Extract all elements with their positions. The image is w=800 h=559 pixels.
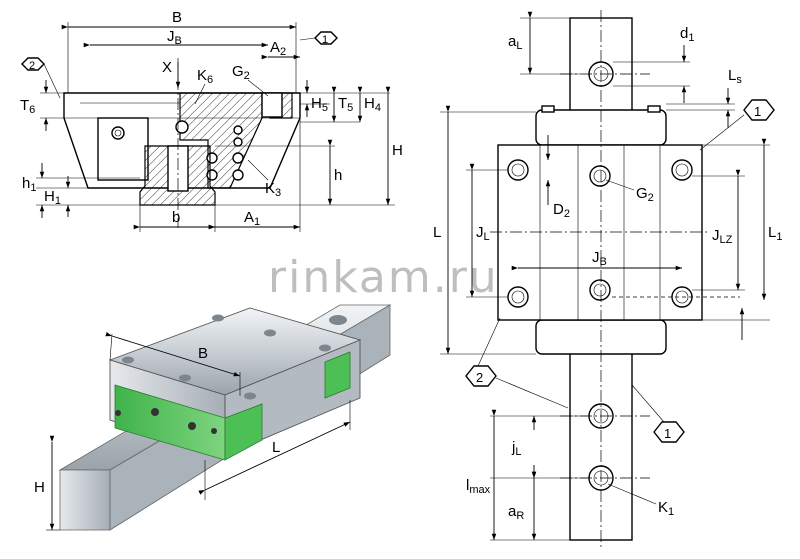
- callout-1b-top: 1: [631, 384, 685, 443]
- label-K1: K1: [658, 499, 674, 518]
- dim-JLZ: JLZ: [712, 227, 733, 246]
- callout-1-front: 1: [299, 31, 338, 46]
- dim-d1: d1: [680, 25, 694, 44]
- callout-1a-top: 1: [699, 99, 775, 151]
- dim-aL: aL: [508, 33, 522, 52]
- dim-lmax: lmax: [466, 477, 491, 496]
- svg-text:1: 1: [664, 426, 671, 441]
- dim-aR: aR: [508, 503, 524, 522]
- label-K3: K3: [265, 180, 281, 199]
- dim-h1: h1: [22, 175, 36, 194]
- dim-H5: H5: [311, 95, 328, 114]
- dim-JL: JL: [476, 224, 490, 243]
- dim-Ls: Ls: [728, 67, 742, 86]
- iso-dim-H: H: [34, 479, 45, 496]
- svg-text:1: 1: [322, 34, 328, 46]
- label-G2: G2: [232, 63, 250, 82]
- dim-T6: T6: [20, 97, 35, 116]
- dim-B: B: [172, 9, 182, 26]
- dim-T5: T5: [338, 95, 353, 114]
- dim-L1: L1: [768, 224, 782, 243]
- watermark: rinkam.ru: [268, 252, 499, 303]
- dim-H4: H4: [364, 95, 381, 114]
- lube-nipple: [111, 126, 125, 140]
- svg-text:1: 1: [754, 104, 761, 119]
- svg-text:2: 2: [476, 370, 483, 385]
- label-X: X: [162, 59, 172, 76]
- top-view: aL d1 Ls 1 D2 G2 L JL JLZ: [433, 10, 782, 548]
- dim-H1: H1: [44, 188, 61, 207]
- label-G2-top: G2: [636, 185, 654, 204]
- dim-A1: A1: [244, 209, 260, 228]
- dim-D2: D2: [553, 201, 570, 220]
- callout-2-top: 2: [465, 317, 569, 409]
- dim-h: h: [334, 167, 342, 184]
- label-K6: K6: [197, 67, 213, 86]
- dim-H: H: [392, 142, 403, 159]
- dim-A2: A2: [270, 39, 286, 58]
- dim-JB: JB: [167, 28, 182, 47]
- g2-plug: [261, 92, 283, 118]
- dim-jL: jL: [511, 439, 521, 458]
- dim-L: L: [433, 224, 441, 241]
- iso-dim-B: B: [198, 345, 208, 362]
- iso-dim-L: L: [272, 439, 280, 456]
- svg-text:2: 2: [29, 60, 35, 72]
- dim-b: b: [172, 209, 180, 226]
- seal-plate: [97, 117, 149, 181]
- dim-JB-top: JB: [592, 249, 607, 268]
- isometric-view: B L H: [34, 304, 392, 531]
- callout-2-front: 2: [21, 57, 61, 99]
- front-section-view: B JB A2 1 X K6 G2 2 T6: [20, 9, 403, 232]
